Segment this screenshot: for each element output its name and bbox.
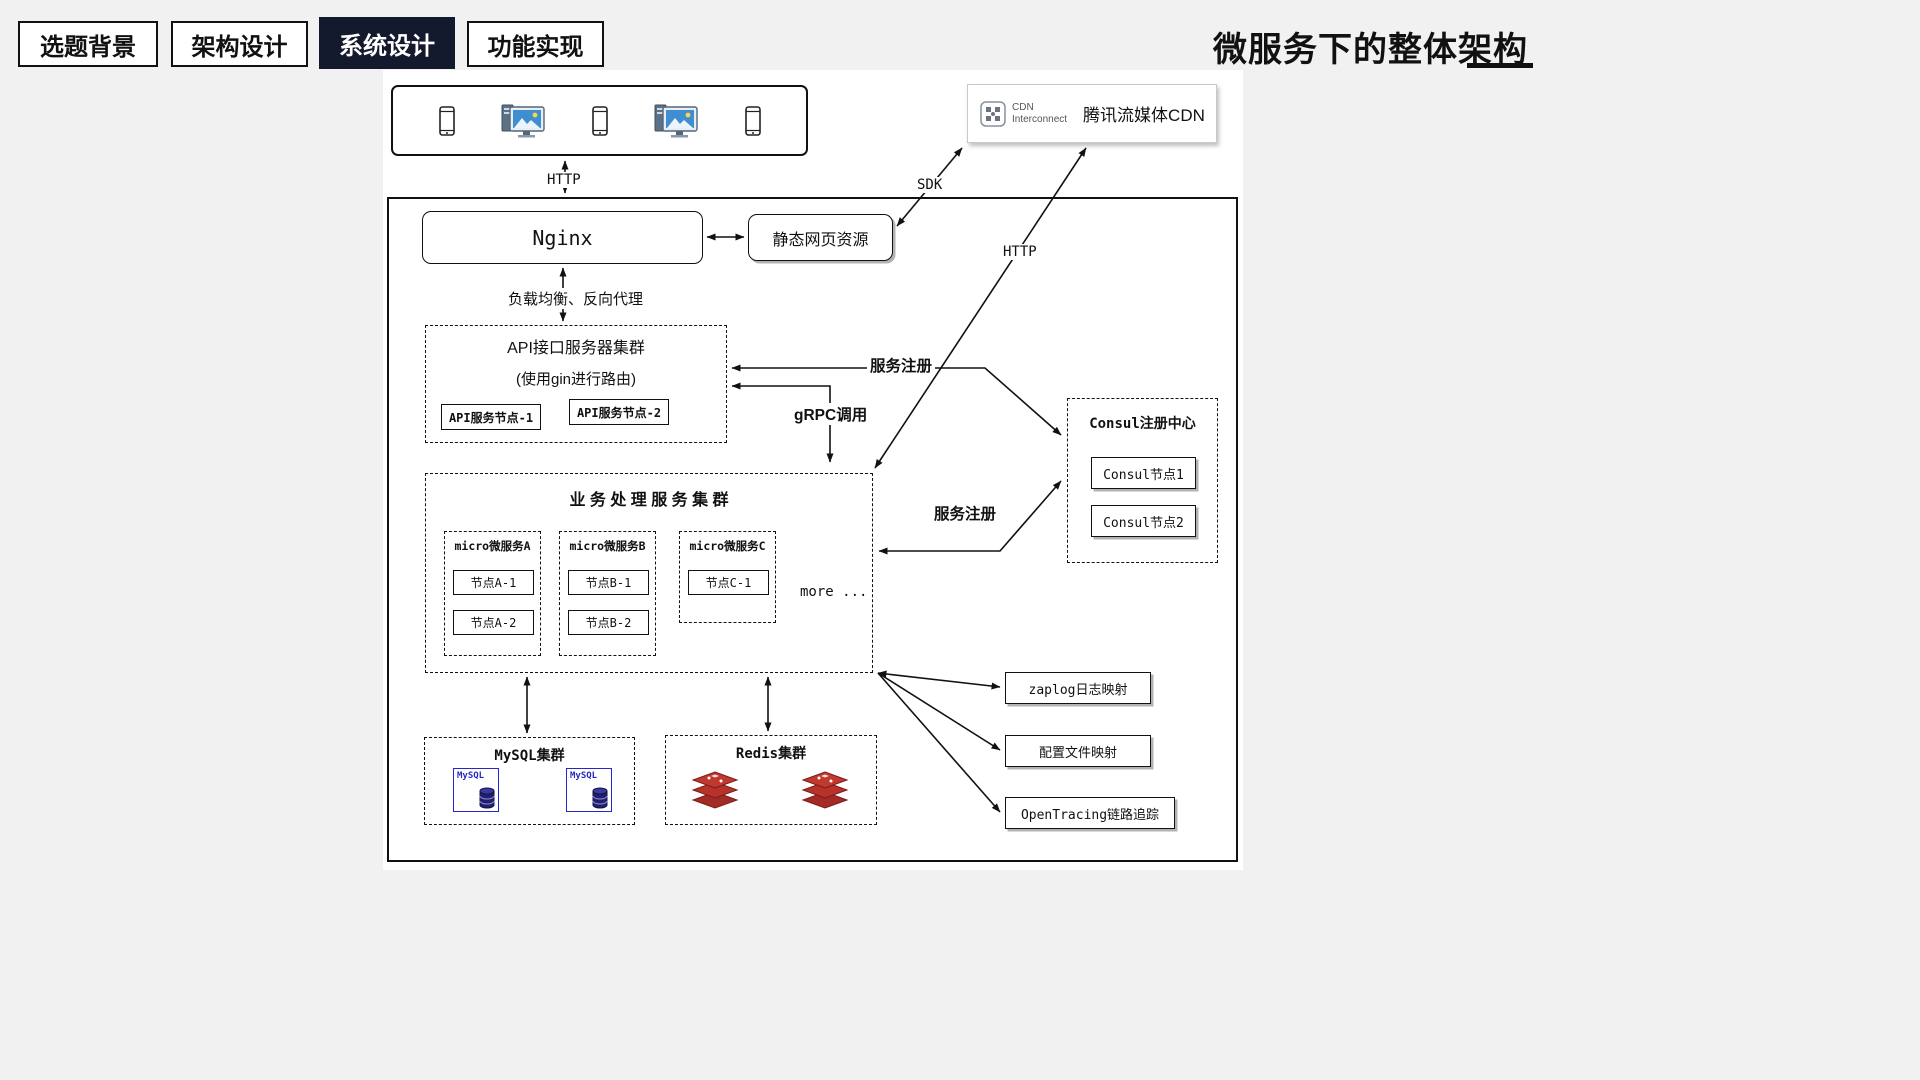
phone-icon [438,105,455,136]
redis-cluster-title: Redis集群 [735,746,807,762]
microservice-c-title: micro微服务C [689,539,766,553]
cdn-logo-text: CDN Interconnect [1012,102,1067,125]
main-diagram-frame [387,197,1238,862]
cdn-logo-line1: CDN [1012,102,1034,113]
sidebox-config: 配置文件映射 [1005,735,1151,767]
api-cluster-title: API接口服务器集群 [507,340,645,357]
api-cluster: API接口服务器集群 (使用gin进行路由) API服务节点-1 API服务节点… [425,325,727,443]
sidebox-opentracing: OpenTracing链路追踪 [1005,797,1175,829]
api-node-2-label: API服务节点-2 [576,405,662,420]
phone-icon [591,105,608,136]
database-cylinder-icon [592,787,608,809]
edge-label-service-reg-2: 服务注册 [931,502,1000,524]
biz-cluster: 业 务 处 理 服 务 集 群 micro微服务A 节点A-1 节点A-2 mi… [425,473,873,673]
microservice-b-title: micro微服务B [569,539,646,553]
consul-title: Consul注册中心 [1089,416,1196,432]
phone-icon [744,105,761,136]
consul-cluster: Consul注册中心 Consul节点1 Consul节点2 [1067,398,1218,563]
node-c1: 节点C-1 [688,570,769,595]
sidebox-config-label: 配置文件映射 [1038,745,1117,761]
edge-label-more: more ... [797,584,871,600]
database-cylinder-icon [479,787,495,809]
page-title: 微服务下的整体架构 [1213,31,1528,69]
desktop-icon [501,104,545,137]
node-b2-label: 节点B-2 [585,616,632,630]
consul-node-1-label: Consul节点1 [1103,467,1184,483]
api-node-1: API服务节点-1 [441,404,541,430]
edge-label-http-clients: HTTP [544,172,584,188]
consul-node-2: Consul节点2 [1091,505,1196,537]
node-a2: 节点A-2 [453,610,534,635]
sidebox-opentracing-label: OpenTracing链路追踪 [1020,807,1160,823]
api-cluster-subtitle: (使用gin进行路由) [515,371,636,388]
sidebox-zaplog-label: zaplog日志映射 [1028,682,1128,698]
api-node-2: API服务节点-2 [569,399,669,425]
tab-topic-background[interactable]: 选题背景 [18,21,158,67]
node-b1-label: 节点B-1 [585,576,632,590]
node-a2-label: 节点A-2 [470,616,517,630]
microservice-b: micro微服务B 节点B-1 节点B-2 [559,531,656,656]
cdn-interconnect-icon [980,100,1006,127]
api-node-1-label: API服务节点-1 [448,410,534,425]
microservice-a: micro微服务A 节点A-1 节点A-2 [444,531,541,656]
redis-icon [800,770,850,814]
tab-system-design[interactable]: 系统设计 [319,17,455,69]
static-web-node: 静态网页资源 [748,214,893,261]
node-b1: 节点B-1 [568,570,649,595]
biz-cluster-title: 业 务 处 理 服 务 集 群 [569,492,729,509]
edge-label-service-reg-1: 服务注册 [867,354,936,376]
mysql-icon-label: MySQL [570,771,598,781]
microservice-c: micro微服务C 节点C-1 [679,531,776,623]
nginx-node: Nginx [422,211,703,264]
cdn-logo-line2: Interconnect [1012,113,1068,125]
edge-label-grpc: gRPC调用 [791,403,871,425]
redis-cluster: Redis集群 [665,735,877,825]
sidebox-zaplog: zaplog日志映射 [1005,672,1151,704]
node-c1-label: 节点C-1 [705,576,752,590]
edge-label-load-balance: 负载均衡、反向代理 [505,288,647,309]
nginx-label: Nginx [532,225,593,250]
tab-label: 功能实现 [487,33,584,61]
node-a1: 节点A-1 [453,570,534,595]
node-b2: 节点B-2 [568,610,649,635]
static-web-label: 静态网页资源 [772,231,869,249]
mysql-icon: MySQL [566,768,612,812]
tab-label: 选题背景 [40,33,136,61]
tab-label: 系统设计 [339,32,435,60]
cdn-label: 腾讯流媒体CDN [1083,106,1205,125]
mysql-icon: MySQL [453,768,499,812]
client-devices-box [391,85,808,156]
mysql-cluster: MySQL集群 MySQL MySQL [424,737,635,825]
desktop-icon [654,104,698,137]
edge-label-http-cdn: HTTP [1000,244,1040,260]
title-underline [1467,63,1533,68]
mysql-icon-label: MySQL [457,771,485,781]
consul-node-1: Consul节点1 [1091,457,1196,489]
cdn-card: CDN Interconnect 腾讯流媒体CDN [967,84,1217,143]
edge-label-sdk: SDK [914,177,946,193]
node-a1-label: 节点A-1 [470,576,517,590]
redis-icon [690,770,740,814]
mysql-cluster-title: MySQL集群 [494,748,565,764]
microservice-a-title: micro微服务A [454,539,531,553]
tab-label: 架构设计 [191,33,288,61]
tab-feature-implementation[interactable]: 功能实现 [467,21,604,67]
tab-architecture-design[interactable]: 架构设计 [171,21,308,67]
consul-node-2-label: Consul节点2 [1103,515,1184,531]
